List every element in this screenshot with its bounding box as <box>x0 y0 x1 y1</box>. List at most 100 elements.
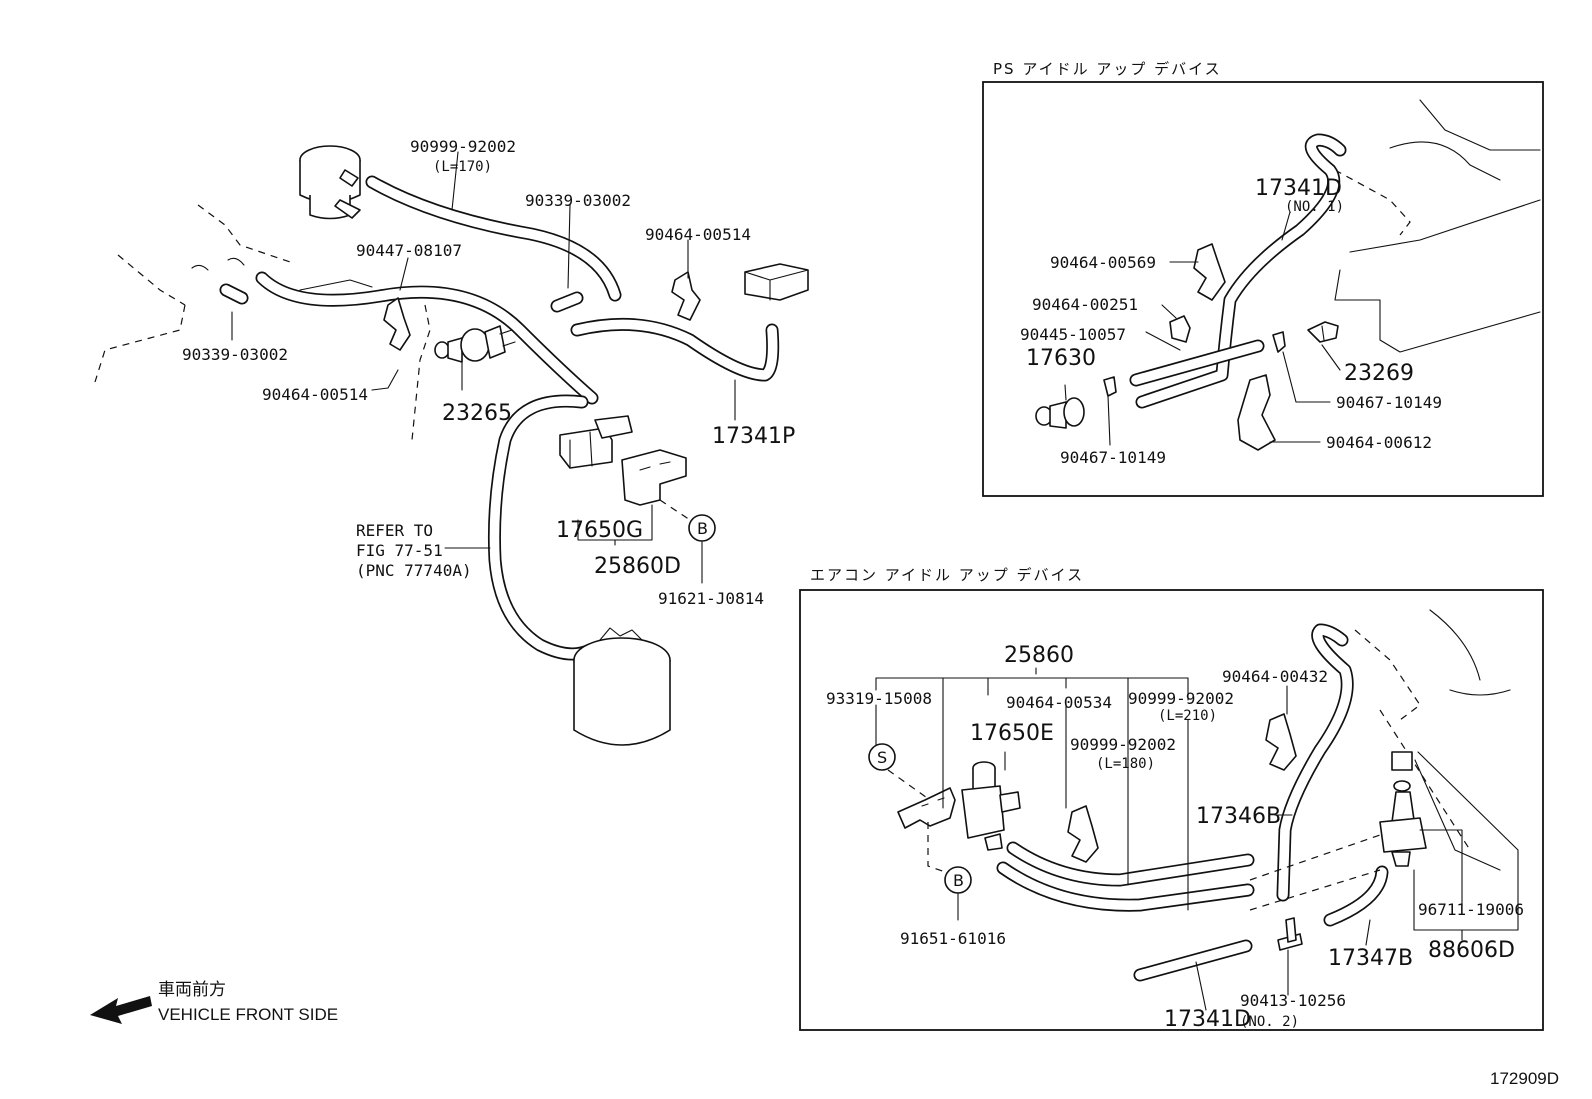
bolt-dash-s <box>887 769 931 801</box>
clamp-90464-00514-upper <box>671 271 701 321</box>
vsv-17650E <box>961 761 1021 851</box>
label-25860: 25860 <box>1004 643 1074 668</box>
bolt-dash-b1 <box>659 499 691 521</box>
clamp-90464-00432 <box>1265 713 1297 771</box>
label-refer-line3: (PNC 77740A) <box>356 561 472 580</box>
ac-detail-box <box>799 589 1544 1031</box>
label-90999-92002-c-len: (L=180) <box>1096 756 1155 772</box>
label-88606D: 88606D <box>1428 938 1515 963</box>
ps-body-outline <box>1334 99 1541 353</box>
label-17650E: 17650E <box>970 721 1054 746</box>
circle-b2-text: B <box>953 871 964 890</box>
circle-marker-b2 <box>944 866 972 894</box>
label-refer-line1: REFER TO <box>356 521 433 540</box>
hose-90447-08107 <box>255 271 599 405</box>
hose-to-canister <box>487 394 597 661</box>
body-outline <box>94 204 431 441</box>
dash-hose-link-a <box>1249 834 1381 881</box>
vsv-connector <box>744 263 809 301</box>
hose-90999-92002-l210 <box>996 861 1255 912</box>
label-90339-03002-b: 90339-03002 <box>182 345 288 364</box>
hose-17341D-no2 <box>1133 939 1253 982</box>
circle-s-text: S <box>877 748 887 767</box>
fitting-23269 <box>1307 321 1339 343</box>
label-refer-line2: FIG 77-51 <box>356 541 443 560</box>
label-17341D-no2-sub: (NO. 2) <box>1240 1014 1299 1030</box>
label-17341P: 17341P <box>712 424 795 449</box>
vacuum-canister <box>299 145 361 220</box>
label-17341D-no1-sub: (NO. 1) <box>1285 199 1344 215</box>
clamp-90464-00612 <box>1237 374 1276 451</box>
clamp-90464-00569 <box>1193 243 1226 301</box>
label-90464-00569: 90464-00569 <box>1050 253 1156 272</box>
front-label-en: VEHICLE FRONT SIDE <box>158 1005 338 1024</box>
leader-lines-ps <box>1064 211 1341 446</box>
bracket-line <box>299 279 373 291</box>
hose-90999-92002-l170 <box>365 175 622 302</box>
label-90464-00514-a: 90464-00514 <box>645 225 751 244</box>
hose-17347B <box>1323 865 1389 927</box>
label-25860D: 25860D <box>594 554 681 579</box>
bracket-93319-15008 <box>897 787 956 829</box>
valve-88606D <box>1379 751 1427 867</box>
ac-section-title: エアコン アイドル アップ デバイス <box>810 566 1084 584</box>
label-93319-15008: 93319-15008 <box>826 689 932 708</box>
bracket-25860D <box>621 449 687 506</box>
bolt-dash-b2 <box>927 822 946 873</box>
hose-17346B <box>1276 623 1354 902</box>
label-90339-03002-a: 90339-03002 <box>525 191 631 210</box>
label-90445-10057: 90445-10057 <box>1020 325 1126 344</box>
circle-b1-text: B <box>697 519 708 538</box>
leader-lines-left <box>231 151 736 584</box>
label-90999-92002-a-len: (L=170) <box>433 159 492 175</box>
label-23269: 23269 <box>1344 361 1414 386</box>
hose-17341D-no1 <box>1135 133 1347 409</box>
clip-90467-10149-a <box>1272 331 1286 353</box>
label-90447-08107: 90447-08107 <box>356 241 462 260</box>
circle-marker-b1 <box>688 514 716 542</box>
label-17650G: 17650G <box>556 518 643 543</box>
front-label-jp: 車両前方 <box>158 980 226 999</box>
label-17346B: 17346B <box>1196 804 1281 829</box>
label-17341D-no2: 17341D <box>1164 1007 1251 1032</box>
leader-lines-ac <box>875 667 1519 1011</box>
label-90999-92002-a: 90999-92002 <box>410 137 516 156</box>
hose-17341P <box>570 317 780 382</box>
label-90464-00534: 90464-00534 <box>1006 693 1112 712</box>
vsv-17650G <box>559 415 633 469</box>
connector-90339-03002-left <box>191 257 249 305</box>
label-90464-00432: 90464-00432 <box>1222 667 1328 686</box>
hose-90445-10057 <box>1129 339 1265 387</box>
label-91651-61016: 91651-61016 <box>900 929 1006 948</box>
label-90413-10256: 90413-10256 <box>1240 991 1346 1010</box>
clamp-90464-00514-lower <box>383 297 411 351</box>
circle-marker-s <box>868 743 896 771</box>
label-96711-19006: 96711-19006 <box>1418 900 1524 919</box>
label-90999-92002-b-len: (L=210) <box>1158 708 1217 724</box>
label-90999-92002-b: 90999-92002 <box>1128 689 1234 708</box>
sensor-23265 <box>434 325 516 363</box>
connector-90339-03002-upper <box>550 291 584 313</box>
figure-id: 172909D <box>1490 1069 1559 1088</box>
label-17630: 17630 <box>1026 346 1096 371</box>
label-23265: 23265 <box>442 401 512 426</box>
ac-body-outline <box>1354 609 1511 871</box>
clamp-90464-00534 <box>1067 805 1099 863</box>
label-90467-10149-a: 90467-10149 <box>1336 393 1442 412</box>
ps-detail-box <box>982 81 1544 497</box>
tee-90413-10256 <box>1277 917 1303 951</box>
dash-hose-link-b <box>1249 869 1381 911</box>
clamp-90464-00251 <box>1169 315 1191 343</box>
label-90467-10149-b: 90467-10149 <box>1060 448 1166 467</box>
ps-section-title: PS アイドル アップ デバイス <box>993 60 1222 78</box>
label-17347B: 17347B <box>1328 946 1413 971</box>
label-90464-00251: 90464-00251 <box>1032 295 1138 314</box>
vehicle-front-arrow <box>90 996 152 1024</box>
label-17341D-no1: 17341D <box>1255 176 1342 201</box>
label-90464-00612: 90464-00612 <box>1326 433 1432 452</box>
label-90999-92002-c: 90999-92002 <box>1070 735 1176 754</box>
hose-90999-92002-l180 <box>1006 841 1255 887</box>
sensor-17630 <box>1035 397 1085 429</box>
